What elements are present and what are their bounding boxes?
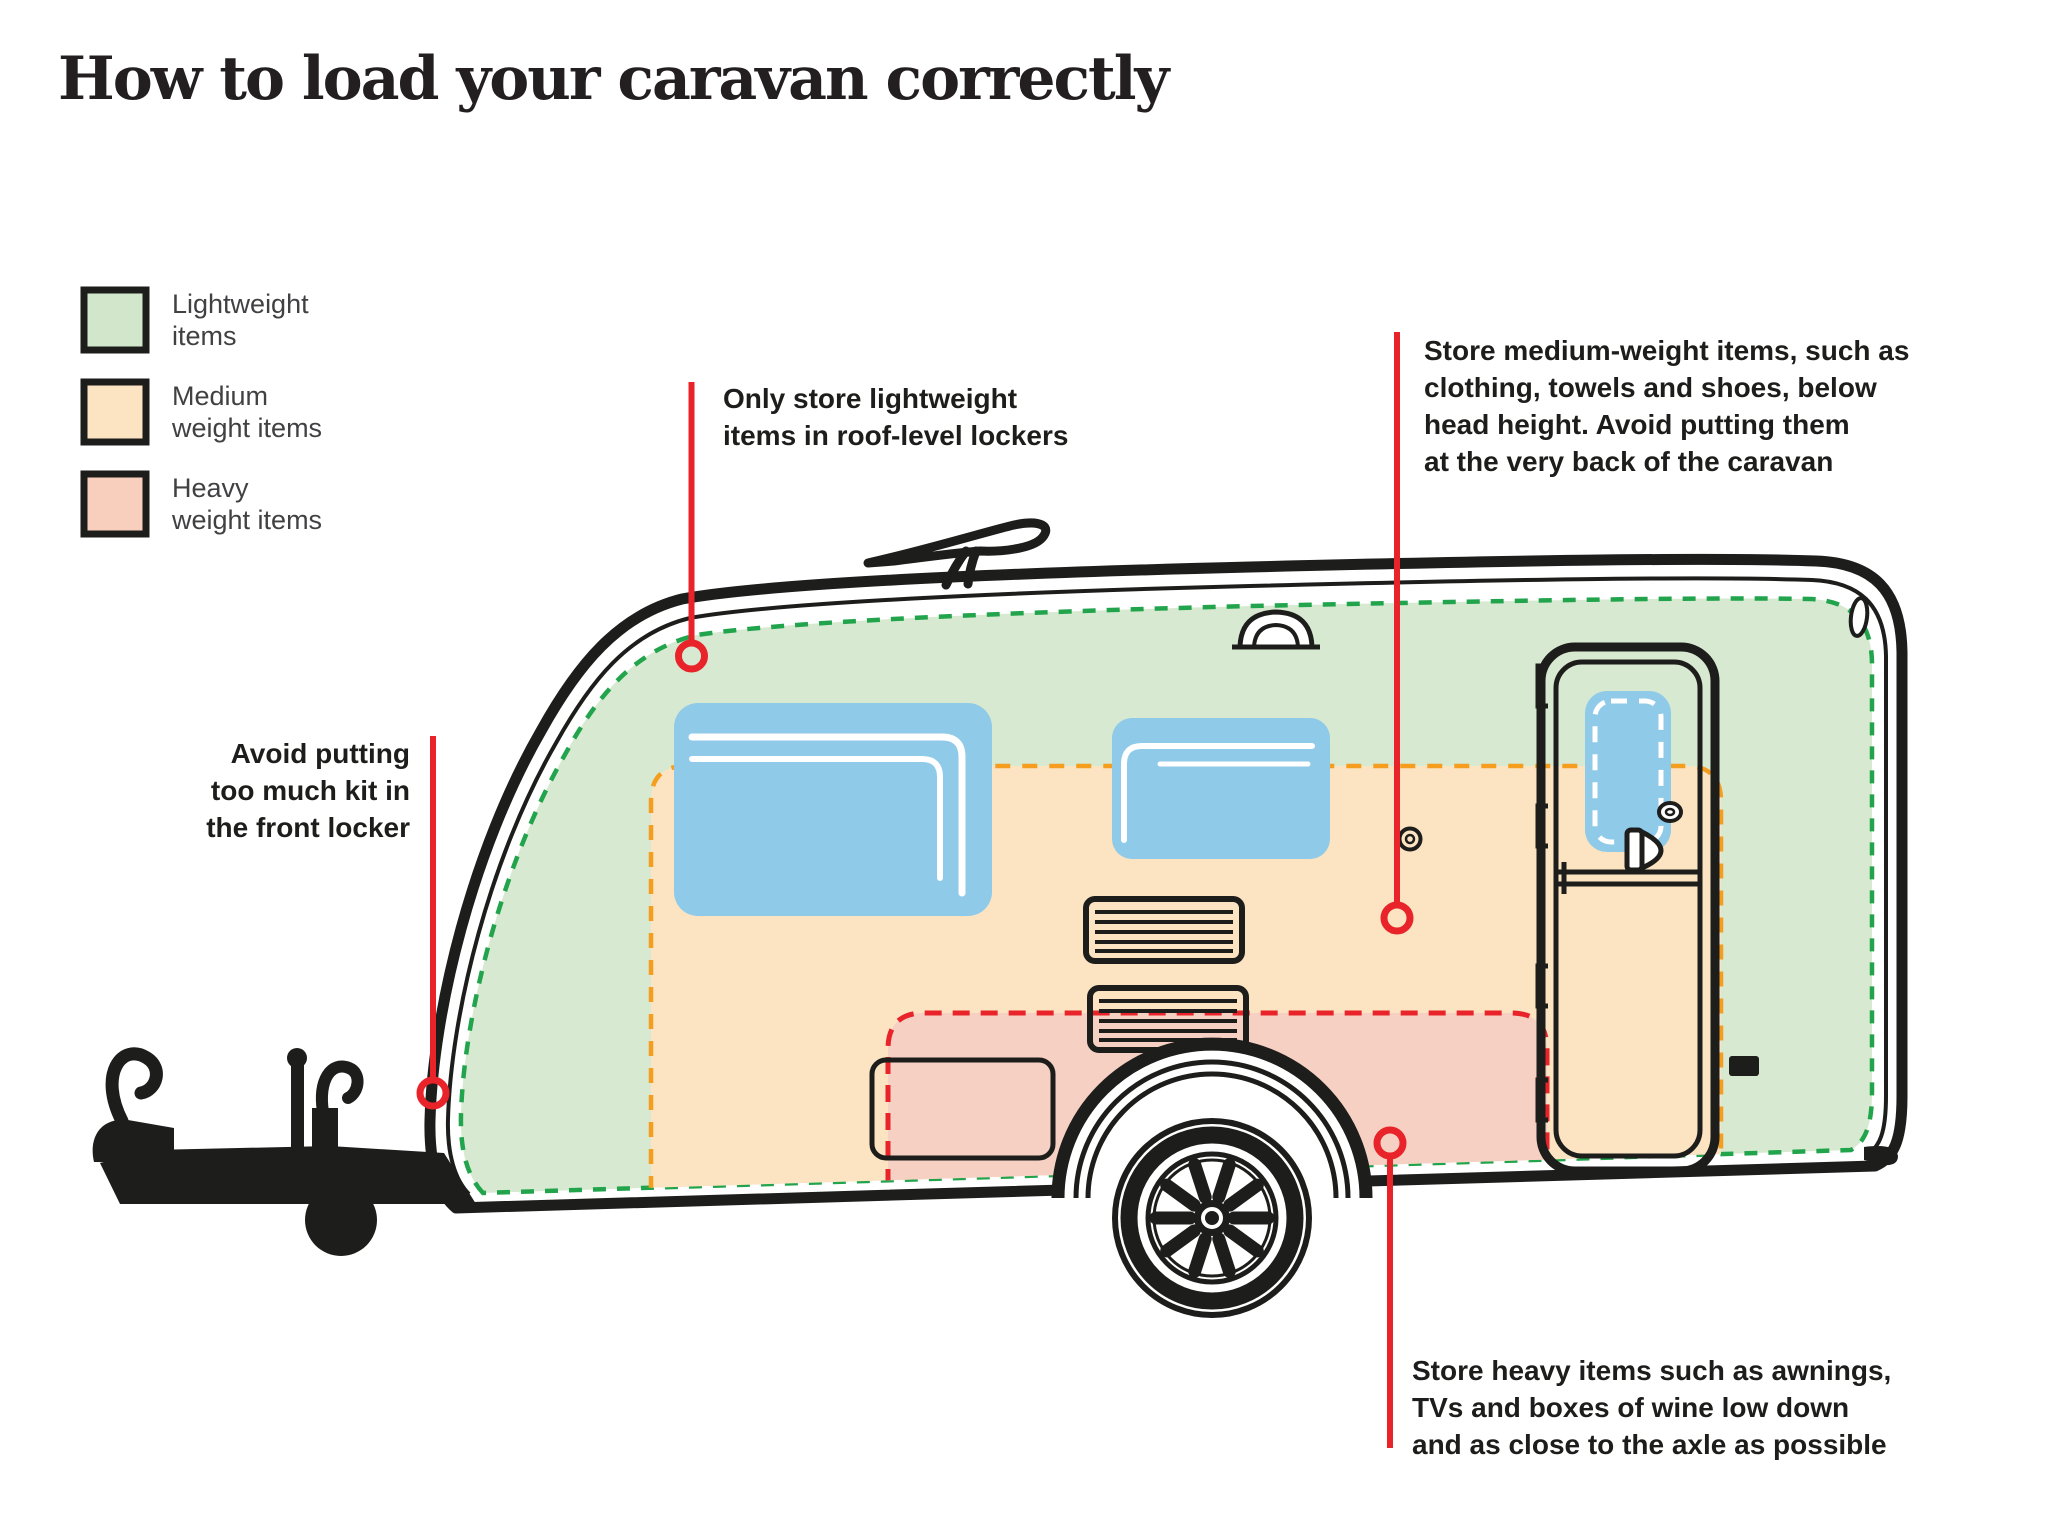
legend-label-line: Heavy	[172, 473, 249, 503]
legend-item-lightweight: Lightweight items	[80, 286, 322, 354]
annotation-roof-lockers: Only store lightweight items in roof-lev…	[723, 380, 1068, 454]
annotation-line: too much kit in	[210, 775, 410, 806]
door-hinges	[1535, 663, 1548, 1123]
annotation-line: the front locker	[206, 812, 410, 843]
legend-label-line: Medium	[172, 381, 269, 411]
callout-pointers	[416, 332, 1414, 1448]
caravan-door	[1535, 642, 1720, 1176]
middle-window	[1112, 718, 1330, 859]
front-window	[674, 703, 992, 916]
annotation-medium-weight: Store medium-weight items, such as cloth…	[1424, 332, 1909, 480]
jockey-wheel-handle	[315, 1060, 364, 1118]
legend-label-line: weight items	[172, 505, 323, 535]
lightweight-swatch-icon	[80, 286, 150, 354]
hitch-coupling	[92, 1119, 174, 1163]
wheel	[1112, 1118, 1312, 1318]
medium-swatch-icon	[80, 378, 150, 446]
legend-label: Heavy weight items	[172, 470, 322, 536]
annotation-front-locker: Avoid putting too much kit in the front …	[206, 735, 410, 846]
rear-reflector	[1729, 1056, 1759, 1076]
legend-label: Medium weight items	[172, 378, 322, 444]
door-peephole	[1657, 801, 1683, 823]
roof-antenna	[863, 518, 1051, 590]
pointer-roof	[675, 382, 708, 673]
legend-item-heavy: Heavy weight items	[80, 470, 322, 538]
annotation-line: Store medium-weight items, such as	[1424, 335, 1910, 366]
drawbar	[100, 1146, 476, 1204]
door-window	[1585, 691, 1671, 852]
hitch-assembly	[92, 1047, 476, 1256]
jockey-wheel	[305, 1184, 377, 1256]
pointer-front	[416, 736, 450, 1110]
front-locker-hatch	[869, 1057, 1056, 1161]
pointer-rear	[1380, 332, 1414, 935]
annotation-line: Only store lightweight	[723, 383, 1018, 414]
corner-steady-post	[291, 1063, 304, 1149]
legend-label-line: Lightweight	[172, 289, 309, 319]
hitch-lever	[105, 1047, 163, 1128]
upper-vent-grille	[1083, 896, 1245, 964]
door-mid-rail	[1556, 862, 1700, 894]
page-title: How to load your caravan correctly	[58, 44, 1169, 114]
pointer-axle	[1373, 1126, 1407, 1448]
heavy-swatch-icon	[80, 470, 150, 538]
annotation-line: and as close to the axle as possible	[1412, 1429, 1887, 1460]
legend-label-line: weight items	[172, 413, 323, 443]
body-inner-line	[445, 576, 1888, 1196]
legend-item-medium: Medium weight items	[80, 378, 322, 446]
annotation-line: Avoid putting	[230, 738, 410, 769]
wheel-spokes	[1149, 1158, 1275, 1278]
rear-bumper-corner	[1864, 1146, 1898, 1166]
annotation-line: clothing, towels and shoes, below	[1424, 372, 1877, 403]
legend-label-line: items	[172, 321, 237, 351]
annotation-line: items in roof-level lockers	[723, 420, 1069, 451]
roof-vent-dome	[1232, 609, 1320, 650]
annotation-line: Store heavy items such as awnings,	[1412, 1355, 1892, 1386]
annotation-line: head height. Avoid putting them	[1424, 409, 1850, 440]
annotation-line: TVs and boxes of wine low down	[1412, 1392, 1850, 1423]
rear-roof-handle	[1848, 596, 1870, 638]
annotation-line: at the very back of the caravan	[1424, 446, 1834, 477]
legend-label: Lightweight items	[172, 286, 309, 352]
legend: Lightweight items Medium weight items He…	[80, 286, 322, 562]
lightweight-zone-dashed-border	[458, 596, 1875, 1196]
annotation-heavy-items: Store heavy items such as awnings, TVs a…	[1412, 1352, 1891, 1463]
